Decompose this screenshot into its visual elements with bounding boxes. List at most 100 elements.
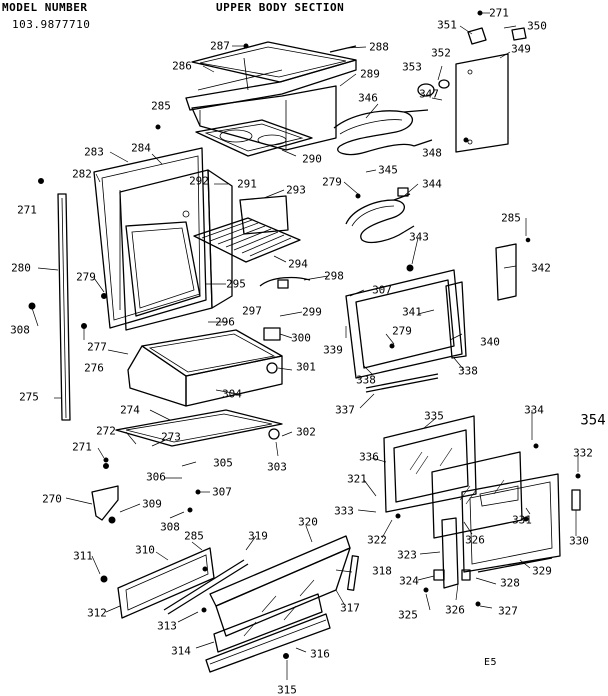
callout-274: 274	[120, 403, 140, 417]
callout-277: 277	[87, 340, 107, 354]
back-panel-part-349	[417, 27, 527, 153]
callout-307: 307	[372, 283, 392, 297]
callout-329: 329	[532, 564, 552, 578]
callout-271: 271	[489, 6, 509, 20]
callout-271-b: 271	[17, 203, 37, 217]
callout-334: 334	[524, 403, 544, 417]
rod-part-319	[163, 559, 249, 615]
callout-309: 309	[142, 497, 162, 511]
footer-code: E5	[484, 657, 498, 668]
callout-280: 280	[11, 261, 31, 275]
callout-284: 284	[131, 141, 151, 155]
callout-288: 288	[369, 40, 389, 54]
callout-286: 286	[172, 59, 192, 73]
callout-318: 318	[372, 564, 392, 578]
callout-319: 319	[248, 529, 268, 543]
latch-part-330	[571, 489, 581, 511]
callout-344: 344	[422, 177, 442, 191]
callout-341: 341	[402, 305, 422, 319]
callout-290: 290	[302, 152, 322, 166]
callout-332: 332	[573, 446, 593, 460]
callout-315: 315	[277, 683, 297, 696]
callout-279-b: 279	[76, 270, 96, 284]
callout-304: 304	[222, 387, 242, 401]
callout-292: 292	[189, 174, 209, 188]
door-seal-part-342	[495, 243, 517, 301]
callout-348: 348	[422, 146, 442, 160]
callout-339: 339	[323, 343, 343, 357]
callout-321: 321	[347, 472, 367, 486]
callout-317: 317	[340, 601, 360, 615]
hinge-bracket-part-270	[91, 463, 119, 524]
callout-324: 324	[399, 574, 419, 588]
callout-299: 299	[302, 305, 322, 319]
callout-311: 311	[73, 549, 93, 563]
model-number-value: 103.9877710	[12, 18, 91, 31]
lower-door-frame-part-336	[383, 415, 477, 513]
callout-308-b: 308	[160, 520, 180, 534]
igniter-part-298	[259, 276, 311, 289]
oven-bottom-part-297	[127, 329, 283, 407]
oven-door-frame-part-340	[345, 269, 467, 379]
side-panel-part-295	[125, 221, 201, 317]
callout-316: 316	[310, 647, 330, 661]
callout-313: 313	[157, 619, 177, 633]
callout-279-c: 279	[392, 324, 412, 338]
callout-308: 308	[10, 323, 30, 337]
callout-310: 310	[135, 543, 155, 557]
callout-287: 287	[210, 39, 230, 53]
callout-340: 340	[480, 335, 500, 349]
callout-323: 323	[397, 548, 417, 562]
callout-330: 330	[569, 534, 589, 548]
callout-296: 296	[215, 315, 235, 329]
callout-335: 335	[424, 409, 444, 423]
oven-rack-part-294	[193, 195, 301, 263]
oven-liner-part-291	[119, 169, 233, 331]
callout-336: 336	[359, 450, 379, 464]
callout-328: 328	[500, 576, 520, 590]
callout-301: 301	[296, 360, 316, 374]
callout-320: 320	[298, 515, 318, 529]
bake-element-part-344	[345, 187, 415, 244]
callout-279: 279	[322, 175, 342, 189]
callout-338-b: 338	[458, 364, 478, 378]
trim-strip-part-280	[57, 193, 71, 421]
callout-289: 289	[360, 67, 380, 81]
callout-326: 326	[465, 533, 485, 547]
cooktop-frame-part-286	[185, 41, 357, 111]
door-rod-part-337	[365, 373, 439, 393]
section-title: UPPER BODY SECTION	[216, 1, 345, 14]
callout-276: 276	[84, 361, 104, 375]
callout-285: 285	[151, 99, 171, 113]
screws	[28, 10, 581, 659]
callout-322: 322	[367, 533, 387, 547]
callout-350: 350	[527, 19, 547, 33]
callout-312: 312	[87, 606, 107, 620]
callout-285-c: 285	[184, 529, 204, 543]
callout-270: 270	[42, 492, 62, 506]
callout-327: 327	[498, 604, 518, 618]
glass-panel-part-335	[431, 451, 523, 539]
callout-353: 353	[402, 60, 422, 74]
handle-part-318	[347, 555, 359, 591]
kick-plate-part-316	[205, 613, 331, 673]
callout-305: 305	[213, 456, 233, 470]
callout-326-b: 326	[445, 603, 465, 617]
callout-285-b: 285	[501, 211, 521, 225]
callout-300: 300	[291, 331, 311, 345]
callout-349: 349	[511, 42, 531, 56]
callout-298: 298	[324, 269, 344, 283]
callout-343: 343	[409, 230, 429, 244]
door-liner-part-329	[461, 473, 561, 573]
callout-337: 337	[335, 403, 355, 417]
callout-283: 283	[84, 145, 104, 159]
drawer-front-part-320	[209, 535, 351, 637]
callout-275: 275	[19, 390, 39, 404]
callout-271-c: 271	[72, 440, 92, 454]
callout-291: 291	[237, 177, 257, 191]
callout-302: 302	[296, 425, 316, 439]
callout-351: 351	[437, 18, 457, 32]
callout-325: 325	[398, 608, 418, 622]
callout-352: 352	[431, 46, 451, 60]
